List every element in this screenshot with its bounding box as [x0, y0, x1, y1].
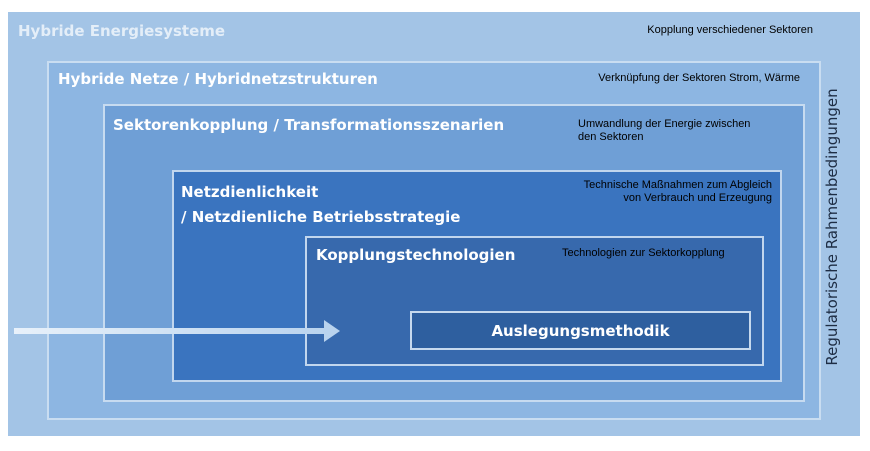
layer-3-description: Umwandlung der Energie zwischen den Sekt…	[578, 118, 750, 144]
layer-4-title-line-2: / Netzdienliche Betriebsstrategie	[181, 208, 461, 226]
layer-4-title: Netzdienlichkeit / Netzdienliche Betrieb…	[181, 180, 460, 230]
layer-3-description-line-1: Umwandlung der Energie zwischen	[578, 118, 751, 130]
layer-5-title: Kopplungstechnologien	[316, 246, 516, 264]
layer-4-description-line-1: Technische Maßnahmen zum Abgleich	[583, 179, 772, 191]
layer-3-description-line-2: den Sektoren	[578, 131, 644, 143]
arrow-right-icon	[14, 320, 340, 342]
layer-5-description: Technologien zur Sektorkopplung	[562, 247, 725, 259]
layer-2-title: Hybride Netze / Hybridnetzstrukturen	[58, 70, 378, 88]
side-label-regulatorische-rahmenbedingungen: Regulatorische Rahmenbedingungen	[823, 88, 841, 366]
layer-1-title: Hybride Energiesysteme	[18, 22, 226, 40]
layer-2-description: Verknüpfung der Sektoren Strom, Wärme	[598, 72, 800, 84]
layer-3-title: Sektorenkopplung / Transformationsszenar…	[113, 116, 505, 134]
layer-6-title: Auslegungsmethodik	[491, 322, 670, 340]
layer-4-title-line-1: Netzdienlichkeit	[181, 183, 319, 201]
layer-1-description: Kopplung verschiedener Sektoren	[647, 24, 813, 36]
layer-4-description-line-2: von Verbrauch und Erzeugung	[623, 192, 772, 204]
layer-4-description: Technische Maßnahmen zum Abgleich von Ve…	[584, 179, 772, 205]
layer-auslegungsmethodik	[410, 311, 751, 350]
